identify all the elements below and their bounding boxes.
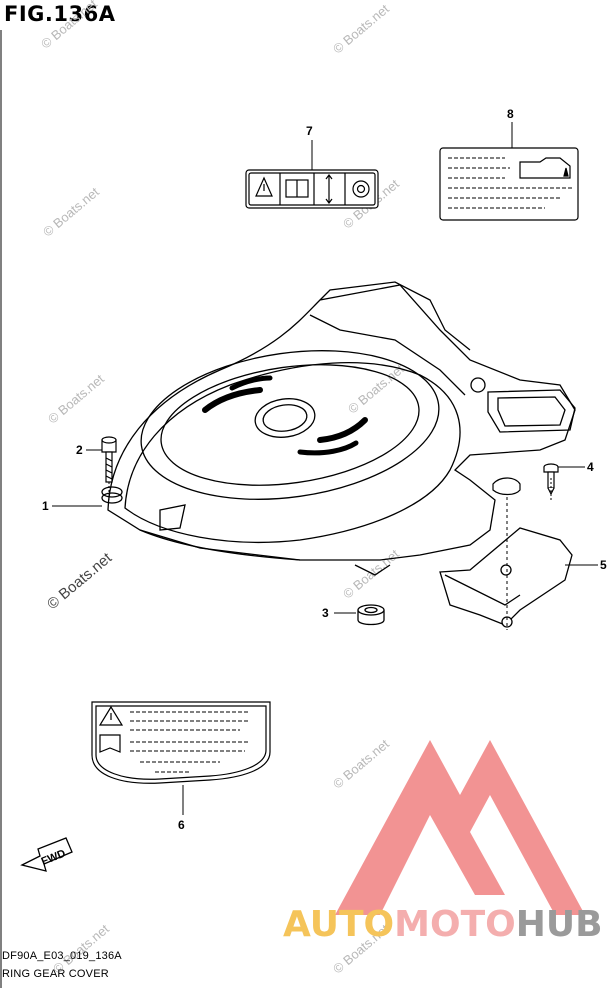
callout-3: 3	[322, 606, 329, 620]
instruction-label-8	[439, 147, 579, 221]
bracket-5	[439, 527, 573, 628]
callout-1: 1	[42, 499, 49, 513]
callout-7: 7	[306, 124, 313, 138]
brand-part-1: AUTO	[283, 904, 395, 945]
ring-gear-cover	[101, 281, 576, 576]
warning-label-7	[245, 169, 379, 209]
figure-caption: RING GEAR COVER	[2, 968, 109, 980]
callout-6: 6	[178, 818, 185, 832]
figure-code: DF90A_E03_019_136A	[2, 950, 122, 962]
bolt-2	[101, 436, 117, 483]
figure-title: FIG.136A	[4, 2, 116, 26]
grommet-3	[357, 604, 385, 626]
warning-label-6	[91, 701, 271, 784]
callout-2: 2	[76, 443, 83, 457]
callout-4: 4	[587, 460, 594, 474]
brand-part-2: MOTO	[394, 904, 516, 945]
callout-8: 8	[507, 107, 514, 121]
fwd-arrow-icon: FWD	[20, 837, 73, 872]
callout-5: 5	[600, 558, 607, 572]
brand-wordmark: AUTOMOTOHUB	[283, 904, 603, 945]
brand-logo-mark	[335, 740, 585, 915]
brand-part-3: HUB	[515, 904, 603, 945]
